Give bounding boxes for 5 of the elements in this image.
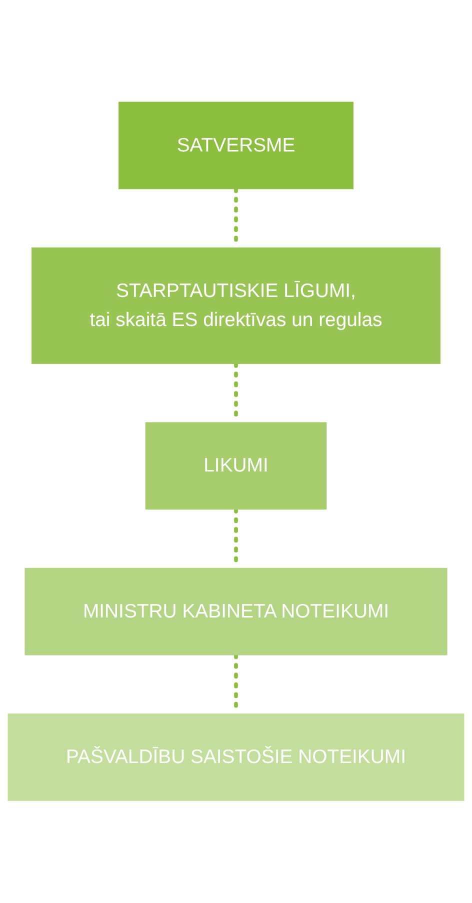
node-box: PAŠVALDĪBU SAISTOŠIE NOTEIKUMI [8, 714, 464, 802]
node-box: SATVERSME [118, 102, 354, 190]
node-box: STARPTAUTISKIE LĪGUMI, tai skaitā ES direktīvas un regulas [31, 248, 441, 364]
node-box: MINISTRU KABINETA NOTEIKUMI [24, 568, 448, 656]
node-box: LIKUMI [145, 422, 327, 510]
